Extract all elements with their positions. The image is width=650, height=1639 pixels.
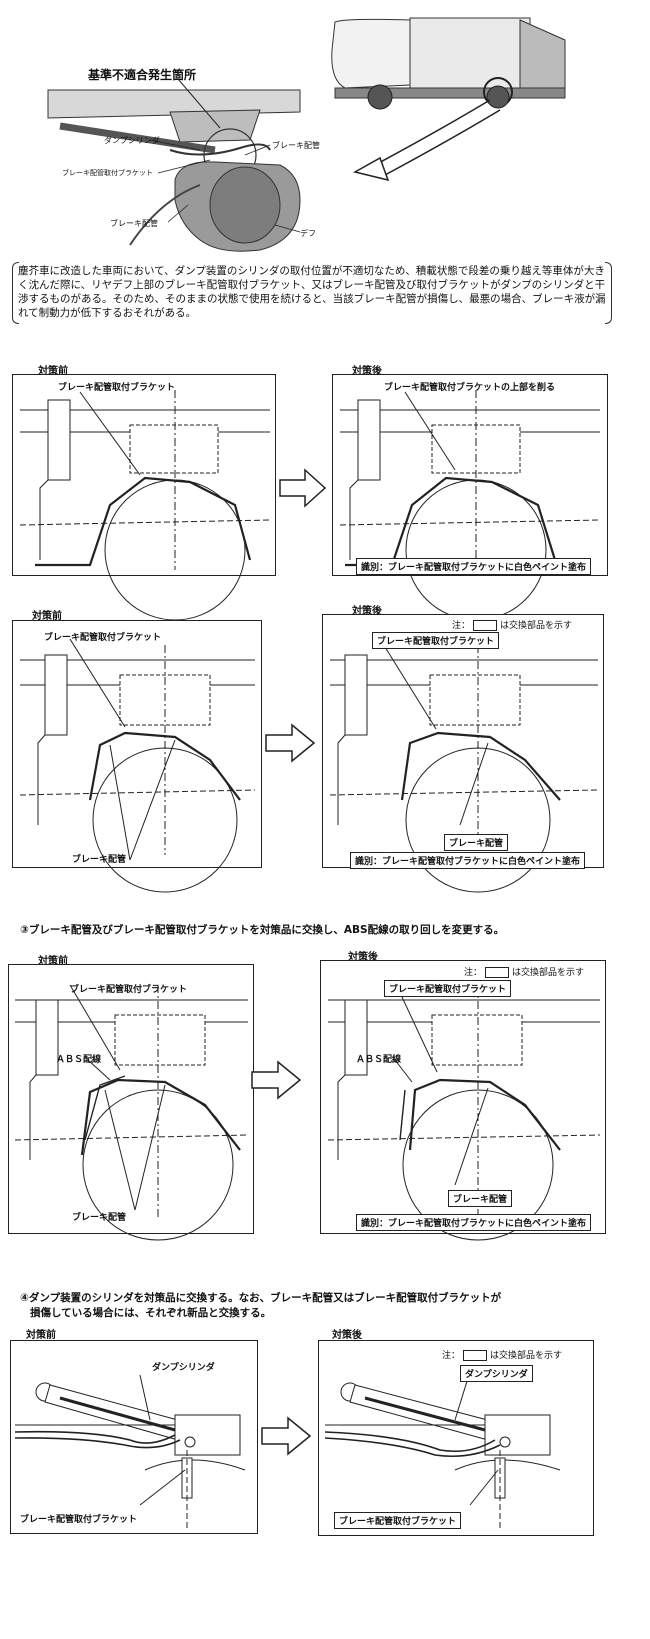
label-dump-cylinder: ダンプシリンダ [104,136,160,145]
s2-after-frame [322,614,604,868]
s4-note-prefix: 注： [442,1351,461,1361]
s3-after-abs-label: ＡＢＳ配線 [356,1055,402,1065]
s2-note-prefix: 注： [452,621,471,631]
description-box: 塵芥車に改造した車両において、ダンプ装置のシリンダの取付位置が不適切なため、積載… [12,262,612,324]
s2-before-bracket-label: ブレーキ配管取付ブラケット [44,633,162,643]
s3-note-prefix: 注： [464,968,483,978]
s1-before-bracket-label: ブレーキ配管取付ブラケット [58,383,176,393]
s3-note-suffix: は交換部品を示す [512,968,585,978]
headline: 基準不適合発生箇所 [88,68,197,82]
s4-note-suffix: は交換部品を示す [490,1351,563,1361]
s4-before-bracket-label: ブレーキ配管取付ブラケット [20,1515,138,1525]
s2-before-title: 対策前 [32,611,62,622]
label-bracket: ブレーキ配管取付ブラケット [62,169,153,177]
s2-before-pipe-label: ブレーキ配管 [72,855,127,865]
s3-step-text: ③ブレーキ配管及びブレーキ配管取付ブラケットを対策品に交換し、ABS配線の取り回… [20,924,505,936]
s3-after-bracket-label: ブレーキ配管取付ブラケット [384,980,512,997]
s4-after-bracket-label: ブレーキ配管取付ブラケット [334,1512,462,1529]
s2-note: 注： は交換部品を示す [452,618,572,631]
label-brake-pipe-right: ブレーキ配管 [272,141,320,150]
s3-after-frame [320,960,606,1234]
s4-after-cylinder-label: ダンプシリンダ [460,1365,533,1382]
s3-before-abs-label: ＡＢＳ配線 [56,1055,102,1065]
s3-before-bracket-label: ブレーキ配管取付ブラケット [70,985,188,995]
replacement-part-marker [473,620,498,631]
s4-step-line1: ④ダンプ装置のシリンダを対策品に交換する。なお、ブレーキ配管又はブレーキ配管取付… [20,1292,502,1304]
top-closeup-drawing [47,17,566,252]
s2-after-title: 対策後 [352,606,382,617]
s3-after-title: 対策後 [348,952,378,963]
s4-after-title: 対策後 [332,1330,362,1341]
s3-drawings [14,981,601,1241]
s1-identify-label: 識別：ブレーキ配管取付ブラケットに白色ペイント塗布 [356,558,592,575]
s4-step-line2: 損傷している場合には、それぞれ新品と交換する。 [30,1307,272,1319]
s3-note: 注： は交換部品を示す [464,965,584,978]
s1-before-title: 対策前 [38,366,68,377]
s3-before-pipe-label: ブレーキ配管 [72,1213,127,1223]
s4-note: 注： は交換部品を示す [442,1348,562,1361]
s2-after-pipe-label: ブレーキ配管 [444,834,509,851]
s3-before-title: 対策前 [38,956,68,967]
s4-before-title: 対策前 [26,1330,56,1341]
s1-drawings [19,390,601,621]
label-brake-pipe-left: ブレーキ配管 [110,219,158,228]
s1-after-title: 対策後 [352,366,382,377]
description-text: 塵芥車に改造した車両において、ダンプ装置のシリンダの取付位置が不適切なため、積載… [18,265,606,319]
s2-drawings [19,638,599,893]
s3-after-pipe-label: ブレーキ配管 [448,1190,513,1207]
s3-identify-label: 識別：ブレーキ配管取付ブラケットに白色ペイント塗布 [356,1214,592,1231]
s4-drawings [14,1374,561,1530]
replacement-part-marker [485,967,510,978]
replacement-part-marker [463,1350,488,1361]
label-diff: デフ [300,229,316,238]
s1-after-bracket-label: ブレーキ配管取付ブラケットの上部を削る [384,383,556,393]
s2-after-bracket-label: ブレーキ配管取付ブラケット [372,632,500,649]
s4-before-cylinder-label: ダンプシリンダ [152,1363,215,1373]
s2-note-suffix: は交換部品を示す [500,621,573,631]
s2-identify-label: 識別：ブレーキ配管取付ブラケットに白色ペイント塗布 [350,852,586,869]
